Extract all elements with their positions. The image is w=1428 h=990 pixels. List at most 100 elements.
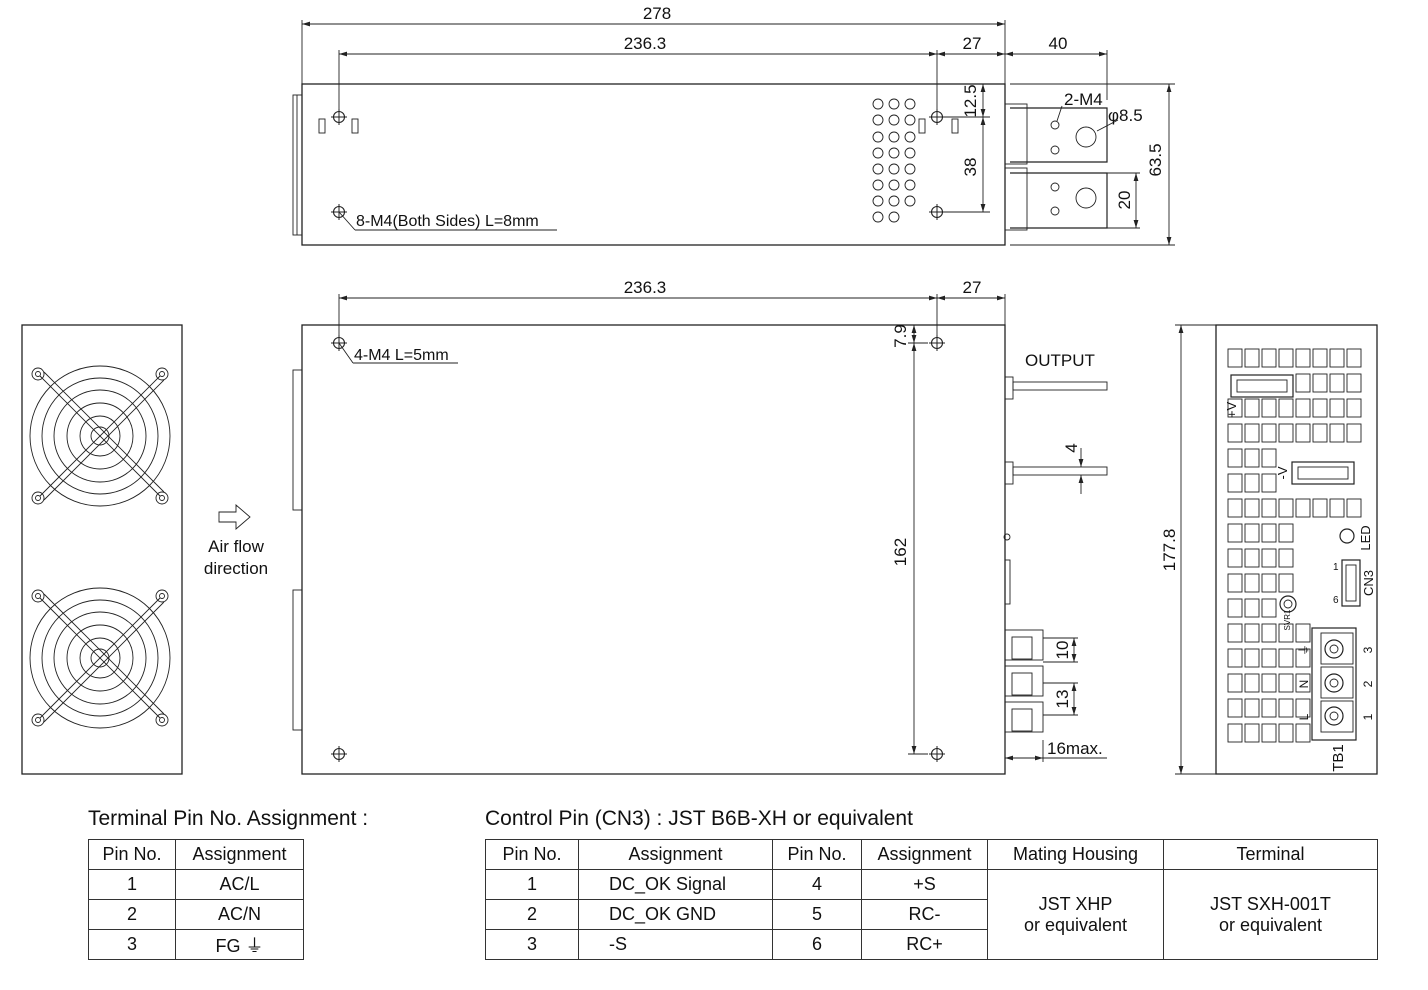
tb1-pin-3: 3 [1361, 646, 1375, 653]
header-terminal: Terminal [1163, 839, 1378, 870]
ac-terminal-side [1004, 629, 1044, 733]
bore-label: φ8.5 [1108, 106, 1143, 125]
vent-slot [1278, 673, 1294, 693]
assignment-cell: +S [861, 869, 988, 900]
led-label: LED [1358, 525, 1373, 550]
pin-no-cell: 2 [88, 899, 176, 930]
cn3-connector [1341, 559, 1361, 607]
vplus-label: +V [1224, 402, 1239, 419]
mechanical-drawing: 278 236.3 27 40 [21, 4, 1378, 775]
vent-slot [1312, 398, 1328, 418]
output-terminal-lower [1010, 172, 1108, 229]
dim-h-12-5: 12.5 [961, 84, 980, 117]
vent-slot [1227, 523, 1243, 543]
svr-potentiometer [1279, 595, 1297, 613]
dim-span-162: 162 [891, 538, 910, 566]
vent-slot [1312, 423, 1328, 443]
pin-no-cell: 3 [88, 929, 176, 960]
output-terminal-upper [1010, 107, 1108, 163]
vplus-terminal [1230, 374, 1294, 398]
vent-slot [1312, 348, 1328, 368]
assignment-cell: DC_OK GND [578, 899, 773, 930]
airflow-label-2: direction [204, 559, 268, 578]
pin-no-cell: 5 [772, 899, 862, 930]
dim-terminal-length: 40 [1049, 34, 1068, 53]
pin-no-cell: 3 [485, 929, 579, 960]
housing-line-2: or equivalent [1023, 914, 1128, 935]
vent-slot [1244, 498, 1260, 518]
vent-slot [1261, 648, 1277, 668]
output-pin [1012, 381, 1108, 391]
airflow-label-1: Air flow [208, 537, 264, 556]
vent-slot [1278, 423, 1294, 443]
output-pin [1012, 466, 1108, 476]
header-assignment: Assignment [175, 839, 304, 870]
assignment-cell: FG ⏚ [175, 929, 304, 960]
tb1-label: TB1 [1330, 744, 1347, 772]
vent-slot [1244, 623, 1260, 643]
vminus-label: -V [1275, 466, 1290, 479]
control-table-title: Control Pin (CN3) : JST B6B-XH or equiva… [485, 807, 913, 830]
side-mount-label: 4-M4 L=5mm [354, 347, 449, 364]
pin-no-cell: 4 [772, 869, 862, 900]
header-pin-no: Pin No. [88, 839, 176, 870]
top-view-body [301, 83, 1006, 246]
cn3-label: CN3 [1361, 570, 1376, 596]
vent-slot [1295, 398, 1311, 418]
vent-slot [1244, 598, 1260, 618]
vent-slot [1346, 398, 1362, 418]
vent-slot [1346, 498, 1362, 518]
header-assignment: Assignment [861, 839, 988, 870]
vent-slot [1295, 498, 1311, 518]
vent-slot [1295, 623, 1311, 643]
vent-slot [1261, 598, 1277, 618]
vent-slot [1261, 523, 1277, 543]
vent-slot [1295, 373, 1311, 393]
vent-slot [1329, 423, 1345, 443]
vent-slot [1244, 523, 1260, 543]
dim-side-end: 27 [963, 278, 982, 297]
vent-slot [1295, 673, 1311, 693]
terminal-cell: JST SXH-001T or equivalent [1163, 869, 1378, 960]
assignment-cell: AC/N [175, 899, 304, 930]
vent-slot [1278, 498, 1294, 518]
vent-slot [1227, 573, 1243, 593]
vent-slot [1227, 598, 1243, 618]
assignment-cell: DC_OK Signal [578, 869, 773, 900]
housing-line-1: JST XHP [1038, 893, 1113, 914]
dim-pin-width: 4 [1062, 443, 1081, 452]
vent-slot [1295, 723, 1311, 743]
vent-slot [1346, 423, 1362, 443]
vent-slot [1261, 423, 1277, 443]
fan-side-panel [21, 324, 183, 775]
vent-slot [1278, 723, 1294, 743]
vent-slot [1244, 648, 1260, 668]
vent-slot [1329, 373, 1345, 393]
vent-slot [1278, 573, 1294, 593]
vent-slot [1329, 498, 1345, 518]
vent-slot [1261, 398, 1277, 418]
vent-slot [1261, 698, 1277, 718]
assignment-cell: RC- [861, 899, 988, 930]
top-mount-label: 8-M4(Both Sides) L=8mm [356, 213, 539, 230]
pin-no-cell: 6 [772, 929, 862, 960]
tb1-pin-2: 2 [1361, 680, 1375, 687]
vent-slot [1244, 398, 1260, 418]
front-view: 177.8 +V -V LED CN3 1 6 SVR1 3 2 1 ⏚ N [1160, 324, 1378, 775]
vent-slot [1227, 723, 1243, 743]
vent-slot [1295, 348, 1311, 368]
vent-slot [1346, 373, 1362, 393]
tb1-sig-l: L [1297, 713, 1311, 720]
vent-slot [1244, 473, 1260, 493]
vent-slot [1278, 698, 1294, 718]
vent-slot [1244, 698, 1260, 718]
vent-slot [1227, 548, 1243, 568]
term-screw-label: 2-M4 [1064, 90, 1103, 109]
tb1-sig-n: N [1297, 680, 1311, 689]
vent-slot [1261, 573, 1277, 593]
vent-slot [1261, 723, 1277, 743]
terminal-line-2: or equivalent [1218, 914, 1323, 935]
vent-slot [1244, 348, 1260, 368]
dim-overall-length: 278 [643, 4, 671, 23]
header-assignment: Assignment [578, 839, 773, 870]
